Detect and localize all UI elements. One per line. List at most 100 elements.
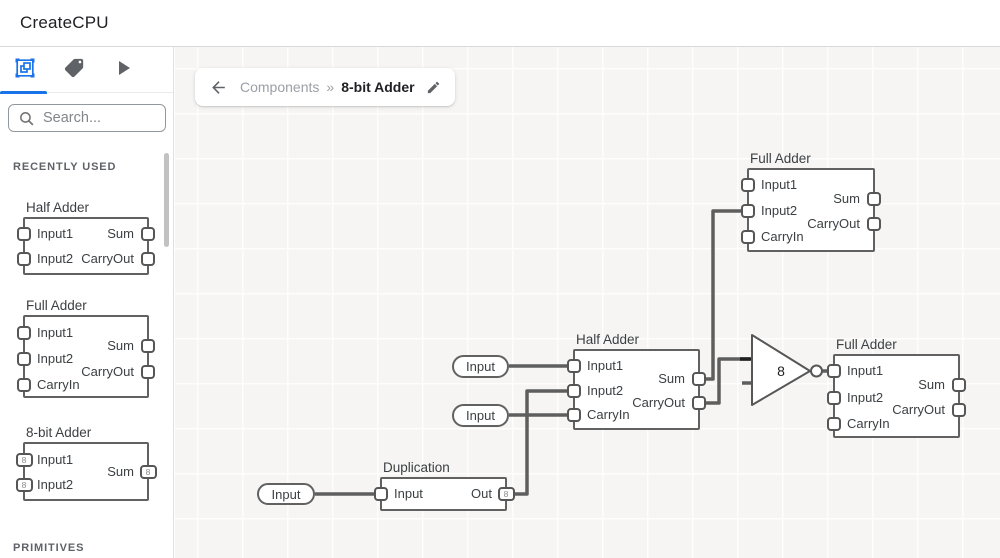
port-label: CarryOut (81, 251, 134, 266)
port-sum[interactable] (692, 372, 706, 386)
port-carryin[interactable] (567, 408, 581, 422)
port-label: Input1 (587, 358, 624, 373)
port-carryout[interactable] (141, 365, 155, 379)
port-label: CarryOut (807, 216, 860, 231)
port-input1[interactable] (827, 364, 841, 378)
tab-components[interactable] (0, 47, 49, 93)
port-input1[interactable]: 8 (15, 453, 33, 467)
port-label: Input1 (847, 363, 884, 378)
breadcrumb-separator: » (326, 79, 335, 95)
app-title: CreateCPU (20, 13, 109, 32)
port-sum[interactable] (141, 227, 155, 241)
edit-name-button[interactable] (426, 80, 441, 95)
port-label: Sum (658, 371, 685, 386)
gate-bitwidth-label: 8 (777, 363, 785, 379)
port-label: CarryIn (847, 416, 890, 431)
node-input-3[interactable]: Input (257, 483, 315, 505)
back-button[interactable] (209, 78, 228, 97)
port-label: Input1 (37, 452, 74, 467)
port-label: Input2 (587, 383, 624, 398)
port-label: Input2 (847, 390, 884, 405)
port-carryin[interactable] (741, 230, 755, 244)
port-input2[interactable] (827, 391, 841, 405)
search-icon (18, 110, 35, 127)
port-label: Sum (107, 338, 134, 353)
port-label: CarryIn (587, 407, 630, 422)
tab-tags[interactable] (49, 47, 98, 93)
tab-run[interactable] (98, 47, 147, 93)
wire-duplication-out-to-input2[interactable] (512, 389, 567, 496)
component-title: Full Adder (750, 151, 811, 166)
node-input-2[interactable]: Input (452, 404, 509, 427)
port-label: Input2 (37, 351, 74, 366)
port-label: Input2 (761, 203, 798, 218)
component-sidebar: RECENTLY USED PRIMITIVES Half AdderInput1I… (0, 47, 174, 558)
wire-sum-to-top-adder-input2[interactable] (706, 209, 741, 381)
port-sum[interactable] (141, 339, 155, 353)
top-bar: CreateCPU (0, 0, 1000, 47)
port-input2[interactable] (17, 252, 31, 266)
port-label: CarryIn (37, 377, 80, 392)
port-sum[interactable]: 8 (139, 465, 157, 479)
port-input1[interactable] (567, 359, 581, 373)
port-carryout[interactable] (952, 403, 966, 417)
port-label: Sum (107, 464, 134, 479)
port-label: Sum (833, 191, 860, 206)
wires-layer: 8 (315, 209, 827, 496)
port-input2[interactable] (567, 384, 581, 398)
wire-carryout-to-gate[interactable] (706, 357, 750, 405)
port-label: Input (394, 486, 423, 501)
port-carryout[interactable] (867, 217, 881, 231)
component-title: 8-bit Adder (26, 425, 92, 440)
node-input-1[interactable]: Input (452, 355, 509, 378)
components-icon (15, 58, 35, 83)
node-gate-8[interactable]: 8 (751, 334, 823, 406)
port-input2[interactable] (17, 352, 31, 366)
sidebar-scrollbar[interactable] (164, 153, 169, 247)
breadcrumb-parent[interactable]: Components (240, 79, 320, 95)
port-carryout[interactable] (692, 396, 706, 410)
port-input[interactable] (374, 487, 388, 501)
port-label: CarryIn (761, 229, 804, 244)
sidebar-tabs (0, 47, 173, 93)
port-label: Input1 (761, 177, 798, 192)
port-carryin[interactable] (17, 378, 31, 392)
gate-output-bubble (810, 364, 823, 378)
port-input1[interactable] (17, 326, 31, 340)
port-carryout[interactable] (141, 252, 155, 266)
search-box[interactable] (8, 104, 166, 132)
port-sum[interactable] (867, 192, 881, 206)
breadcrumb: Components » 8-bit Adder (195, 68, 455, 106)
port-label: Input2 (37, 477, 74, 492)
port-input1[interactable] (741, 178, 755, 192)
tag-icon (63, 57, 85, 84)
port-label: Input2 (37, 251, 74, 266)
component-title: Half Adder (576, 332, 640, 347)
section-header: PRIMITIVES (13, 542, 85, 554)
section-header: RECENTLY USED (13, 161, 117, 173)
port-sum[interactable] (952, 378, 966, 392)
search-input[interactable] (43, 110, 153, 126)
port-label: Sum (918, 377, 945, 392)
component-title: Full Adder (26, 298, 87, 313)
port-label: Out (471, 486, 492, 501)
port-label: CarryOut (632, 395, 685, 410)
port-carryin[interactable] (827, 417, 841, 431)
port-input1[interactable] (17, 227, 31, 241)
port-input2[interactable]: 8 (15, 478, 33, 492)
port-out[interactable]: 8 (497, 487, 515, 501)
port-label: Input1 (37, 325, 74, 340)
play-icon (111, 56, 135, 85)
port-input2[interactable] (741, 204, 755, 218)
breadcrumb-current: 8-bit Adder (341, 79, 415, 95)
